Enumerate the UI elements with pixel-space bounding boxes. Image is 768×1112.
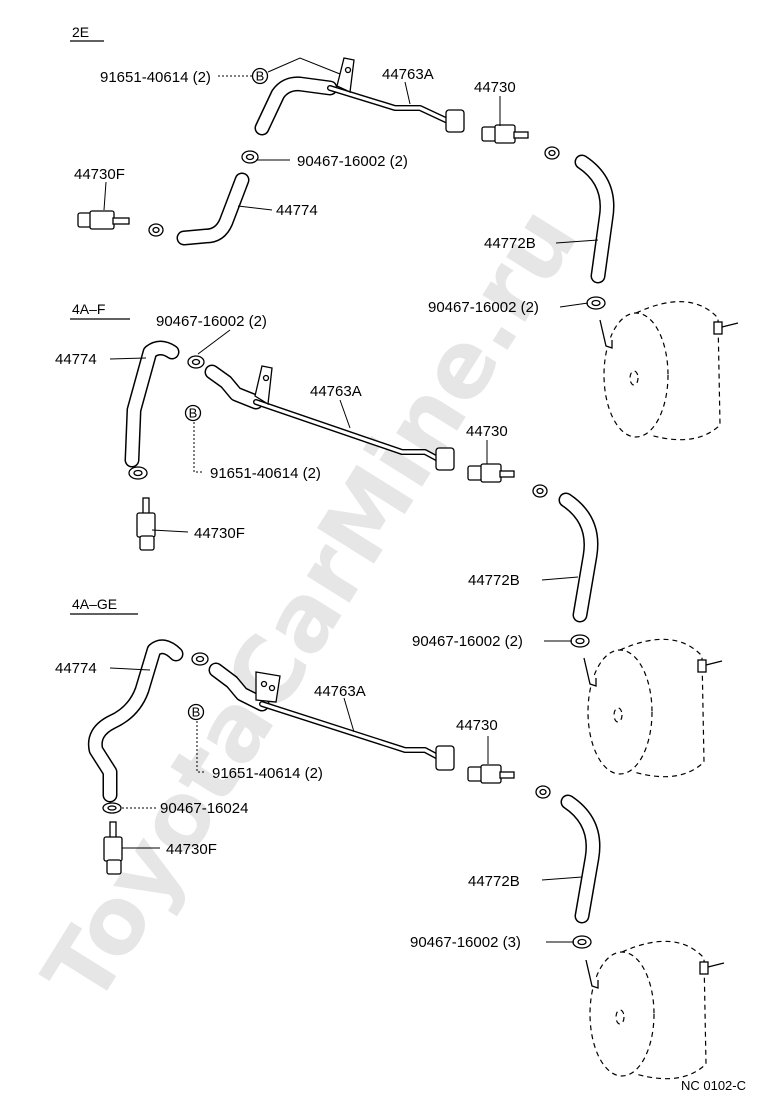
bolt-marker <box>184 404 202 422</box>
hose-clamp <box>187 355 205 369</box>
section-title-4a-f: 4A–F <box>72 301 105 317</box>
booster-clamp <box>572 935 592 949</box>
pipe-bracket <box>255 671 281 703</box>
brake-booster <box>599 301 739 441</box>
hose-clamp <box>532 484 548 498</box>
label-hose-b: 44772B <box>468 873 520 890</box>
label-clamp-booster: 90467-16002 (2) <box>412 633 523 650</box>
label-union: 44730 <box>466 423 508 440</box>
hose-clamp <box>148 223 164 237</box>
label-pipe: 44763A <box>314 683 366 700</box>
svg-text:B: B <box>192 705 201 720</box>
union-44730f <box>103 821 123 875</box>
label-hose: 44774 <box>55 351 97 368</box>
label-bolt: 91651-40614 (2) <box>212 765 323 782</box>
svg-text:B: B <box>189 406 198 421</box>
section-title-4a-ge: 4A–GE <box>72 596 117 612</box>
brake-booster <box>585 940 725 1080</box>
pipe-connector <box>445 109 465 133</box>
hose-clamp <box>241 150 259 164</box>
union-44730f <box>136 497 156 551</box>
section-title-2e: 2E <box>72 24 89 40</box>
section-4a-f: 4A–F <box>55 301 599 650</box>
pipe-bracket <box>336 57 355 93</box>
hose-clamp <box>191 652 209 666</box>
hose-clamp-small <box>102 802 122 814</box>
label-hose: 44774 <box>55 660 97 677</box>
pipe-connector <box>435 447 455 471</box>
hose-clamp <box>535 785 551 799</box>
label-hose: 44774 <box>276 202 318 219</box>
svg-text:B: B <box>256 69 265 84</box>
label-bolt: 91651-40614 (2) <box>210 465 321 482</box>
diagram-code: NC 0102-C <box>681 1078 746 1093</box>
label-clamp: 90467-16002 (2) <box>297 153 408 170</box>
label-hose-b: 44772B <box>484 235 536 252</box>
label-union: 44730 <box>456 717 498 734</box>
booster-clamp <box>570 634 590 648</box>
label-clamp-booster: 90467-16002 (2) <box>428 299 539 316</box>
pipe-connector <box>435 745 455 771</box>
label-clamp: 90467-16002 (2) <box>156 313 267 330</box>
union-44730f <box>77 210 130 230</box>
brake-booster <box>583 638 723 778</box>
hose-clamp <box>544 146 560 160</box>
label-pipe: 44763A <box>382 66 434 83</box>
label-clamp-booster: 90467-16002 (3) <box>410 934 521 951</box>
label-clamp-small: 90467-16024 <box>160 800 248 817</box>
section-2e: 2E <box>70 24 615 316</box>
hose-clamp <box>128 466 148 480</box>
label-hose-b: 44772B <box>468 572 520 589</box>
union-44730 <box>467 764 515 784</box>
label-union: 44730 <box>474 79 516 96</box>
bolt-marker <box>251 67 269 85</box>
section-4a-ge: 4A–GE <box>55 596 601 951</box>
pipe-bracket <box>254 365 273 406</box>
bolt-marker <box>187 703 205 721</box>
union-44730 <box>481 124 529 144</box>
label-union-f: 44730F <box>166 841 217 858</box>
label-bolt: 91651-40614 (2) <box>100 69 211 86</box>
booster-clamp <box>586 296 606 310</box>
label-union-f: 44730F <box>74 166 125 183</box>
label-union-f: 44730F <box>194 525 245 542</box>
label-pipe: 44763A <box>310 383 362 400</box>
union-44730 <box>467 463 515 483</box>
